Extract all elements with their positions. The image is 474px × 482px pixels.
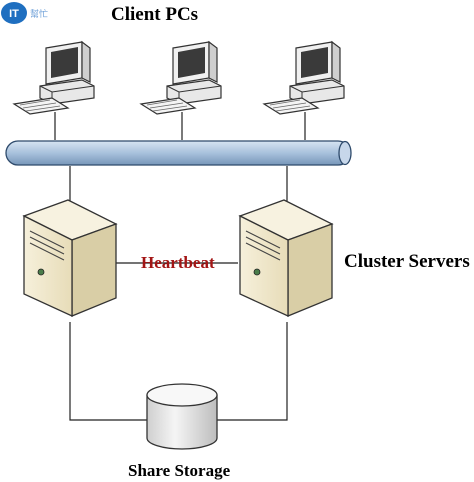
network-links [54,112,306,421]
cluster-server-icon [23,199,117,317]
share-storage-label: Share Storage [128,461,231,480]
client-pc-icon [263,41,345,115]
client-pc-icon [140,41,222,115]
watermark-logo-text: IT [9,8,19,20]
client-pc-icon [13,41,95,115]
cluster-servers-label: Cluster Servers [344,251,470,272]
cluster-server-icon [239,199,333,317]
heartbeat-label: Heartbeat [141,253,215,272]
watermark-logo: IT 幫忙 [1,2,48,24]
watermark-sub-text: 幫忙 [30,8,48,20]
storage-cylinder-icon [146,383,218,450]
client-pcs-label: Client PCs [111,4,199,25]
network-bus [5,140,352,166]
